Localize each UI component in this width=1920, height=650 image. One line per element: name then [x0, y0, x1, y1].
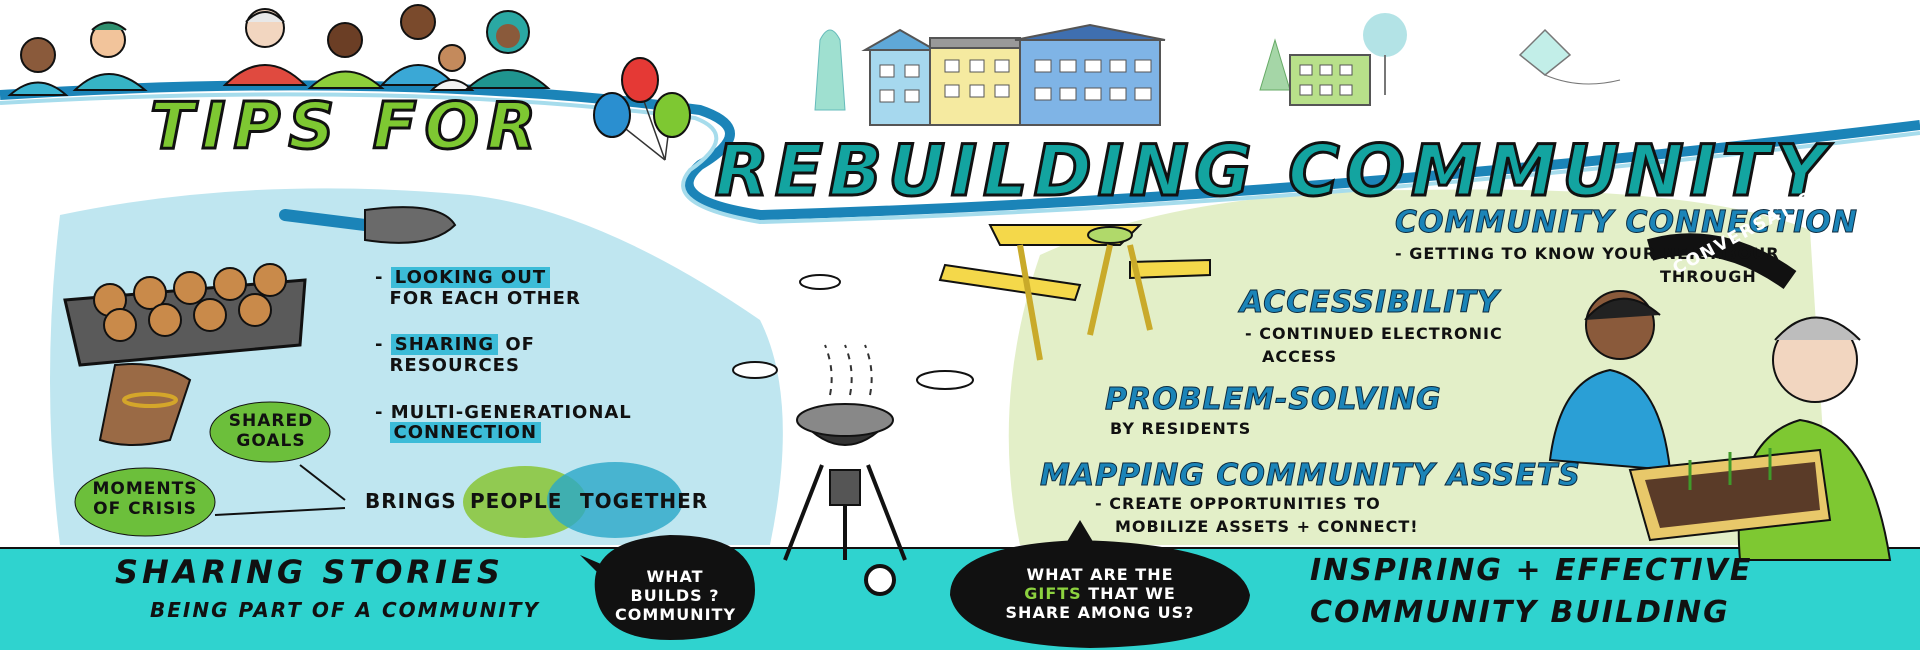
tip-3-highlight: CONNECTION	[389, 422, 542, 444]
tip-item-1: - LOOKING OUT FOR EACH OTHER	[375, 267, 581, 309]
bubble-left-line2: BUILDS ?	[630, 586, 720, 606]
balloons	[593, 57, 691, 161]
bubble-right-line1: WHAT ARE THE	[1026, 565, 1174, 584]
together-label: TOGETHER	[580, 489, 709, 513]
bubble-left-line3: COMMUNITY	[615, 605, 737, 625]
bubble-right-line2: THAT WE	[1081, 584, 1176, 604]
bubble-right-line3: SHARE AMONG US?	[1005, 603, 1195, 623]
moments-bubble	[74, 467, 216, 537]
mapping-assets-line1: - CREATE OPPORTUNITIES TO	[1095, 494, 1381, 513]
two-people-illustration	[1548, 233, 1892, 561]
mapping-assets-line2: MOBILIZE ASSETS + CONNECT!	[1115, 517, 1419, 536]
tip-list: - LOOKING OUT FOR EACH OTHER - SHARING O…	[375, 267, 632, 444]
title-part2: REBUILDING COMMUNITY	[713, 129, 1833, 214]
sharing-stories-title: SHARING STORIES	[115, 553, 504, 591]
heading-accessibility: ACCESSIBILITY	[1240, 285, 1500, 321]
accessibility-line1: - CONTINUED ELECTRONIC	[1245, 324, 1503, 343]
heading-problem-solving: PROBLEM-SOLVING	[1105, 382, 1442, 418]
brings-label: BRINGS	[365, 489, 457, 513]
tip-item-2: - SHARING OF RESOURCES	[375, 334, 535, 377]
heading-mapping-assets: MAPPING COMMUNITY ASSETS	[1040, 458, 1581, 494]
bubble-right-gifts: GIFTS	[1024, 584, 1082, 604]
bubble-left-text: WHAT BUILDS ? COMMUNITY	[615, 567, 735, 625]
bbq-grill	[783, 344, 907, 596]
houses	[814, 13, 1621, 126]
inspiring-title-line2: COMMUNITY BUILDING	[1310, 595, 1730, 630]
trowel	[279, 206, 457, 244]
tip-item-3: - MULTI-GENERATIONAL CONNECTION	[375, 401, 632, 444]
shared-goals-bubble	[209, 401, 331, 463]
shared-goals-label: SHARED GOALS	[228, 411, 314, 451]
tip-1-rest: FOR EACH OTHER	[389, 287, 581, 309]
tip-1-highlight: LOOKING OUT	[390, 267, 551, 288]
community-connection-line1: - GETTING TO KNOW YOUR NEIGHBOUR	[1395, 244, 1780, 263]
tip-3-plain: MULTI-GENERATIONAL	[390, 401, 632, 423]
tip-2-highlight: SHARING	[390, 334, 499, 356]
inspiring-title-line1: INSPIRING + EFFECTIVE	[1310, 553, 1753, 588]
bubble-left-line1: WHAT	[646, 567, 704, 586]
heading-community-connection: COMMUNITY CONNECTION	[1395, 205, 1858, 241]
tip-2-inline: OF	[498, 334, 535, 356]
picnic-table	[938, 224, 1211, 361]
tip-2-rest: RESOURCES	[389, 355, 520, 377]
accessibility-line2: ACCESS	[1262, 347, 1338, 366]
title-part1: TIPS FOR	[148, 89, 545, 166]
people-row	[7, 4, 551, 96]
people-label: PEOPLE	[470, 489, 563, 513]
bubble-left-shape	[580, 535, 755, 640]
bubble-right-shape	[950, 520, 1250, 648]
community-connection-line2: THROUGH	[1660, 267, 1757, 286]
muffin-tray	[63, 263, 307, 446]
bubble-right-text: WHAT ARE THE GIFTS THAT WE SHARE AMONG U…	[975, 565, 1225, 623]
sharing-stories-subtitle: BEING PART OF A COMMUNITY	[150, 598, 540, 622]
moments-of-crisis-label: MOMENTS OF CRISIS	[92, 479, 198, 519]
problem-solving-line1: BY RESIDENTS	[1110, 419, 1252, 438]
together-circle	[547, 462, 683, 538]
